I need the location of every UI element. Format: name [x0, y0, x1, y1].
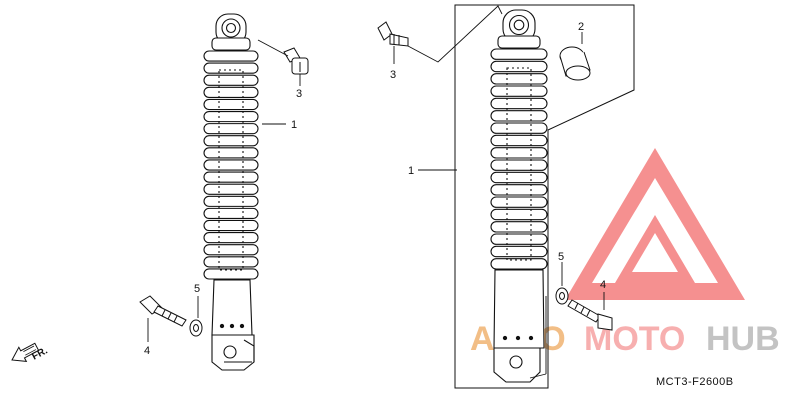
- callout-left-upper-bolt: 3: [296, 88, 302, 100]
- callout-left-lower-bolt: 4: [144, 345, 150, 357]
- spring-coil: [203, 123, 259, 135]
- spring-coil: [203, 135, 259, 147]
- right-washer: [555, 287, 569, 305]
- spring-coil: [490, 147, 548, 159]
- spring-coil: [203, 62, 259, 74]
- spring-coil: [490, 110, 548, 122]
- watermark-logo: [565, 148, 745, 300]
- spring-coil: [490, 48, 548, 60]
- callout-bushing: 2: [578, 21, 584, 33]
- left-washer: [189, 319, 203, 337]
- callout-left-shock: 1: [291, 119, 297, 131]
- spring-coil: [490, 208, 548, 221]
- spring-coil: [203, 183, 259, 195]
- spring-coil: [490, 134, 548, 147]
- callout-right-upper-bolt: 3: [390, 69, 396, 81]
- spring-coil: [203, 256, 259, 268]
- spring-coil: [203, 147, 259, 159]
- assembly-border: [454, 4, 635, 389]
- spring-coil: [203, 74, 259, 86]
- spring-coil: [203, 232, 259, 244]
- damper-rod: [218, 69, 244, 271]
- spring-coil: [490, 97, 548, 110]
- spring-coil: [490, 171, 548, 184]
- svg-text:HUB: HUB: [706, 320, 780, 358]
- spring-coil: [490, 73, 548, 85]
- spring-coil: [203, 244, 259, 256]
- left-lower-bolt: [139, 295, 187, 327]
- right-lower-bolt: [567, 299, 613, 331]
- spring-coil: [490, 233, 548, 245]
- spring-coil: [203, 219, 259, 232]
- spring-coil: [203, 268, 259, 280]
- right-upper-bolt: [377, 21, 409, 47]
- left-upper-bolt: [283, 47, 309, 75]
- left-shock-absorber: [203, 13, 259, 371]
- leader-lines: [147, 5, 605, 379]
- spring-coil: [490, 196, 548, 208]
- spring-coil: [490, 184, 548, 196]
- callout-right-shock: 1: [408, 165, 414, 177]
- diagram-code: MCT3-F2600B: [656, 376, 734, 388]
- damper-rod: [506, 67, 532, 261]
- spring-coil: [490, 245, 548, 258]
- spring-coil: [203, 207, 259, 220]
- callout-right-washer: 5: [558, 251, 564, 263]
- spring-coil: [490, 159, 548, 171]
- spring-coil: [203, 159, 259, 171]
- spring-coil: [203, 110, 259, 123]
- front-direction-arrow-icon: [11, 342, 40, 363]
- callout-right-lower-bolt: 4: [600, 279, 606, 291]
- spring-coil: [203, 195, 259, 207]
- spring-coil: [490, 60, 548, 73]
- spring-coil: [490, 221, 548, 233]
- spring-coil: [490, 258, 548, 270]
- spring-coil: [490, 122, 548, 134]
- bushing-part: [559, 46, 591, 81]
- spring-coil: [203, 50, 259, 62]
- callout-left-washer: 5: [194, 283, 200, 295]
- spring-coil: [203, 86, 259, 98]
- spring-coil: [490, 85, 548, 97]
- spring-coil: [203, 98, 259, 111]
- right-shock-absorber: [490, 9, 548, 383]
- spring-coil: [203, 171, 259, 183]
